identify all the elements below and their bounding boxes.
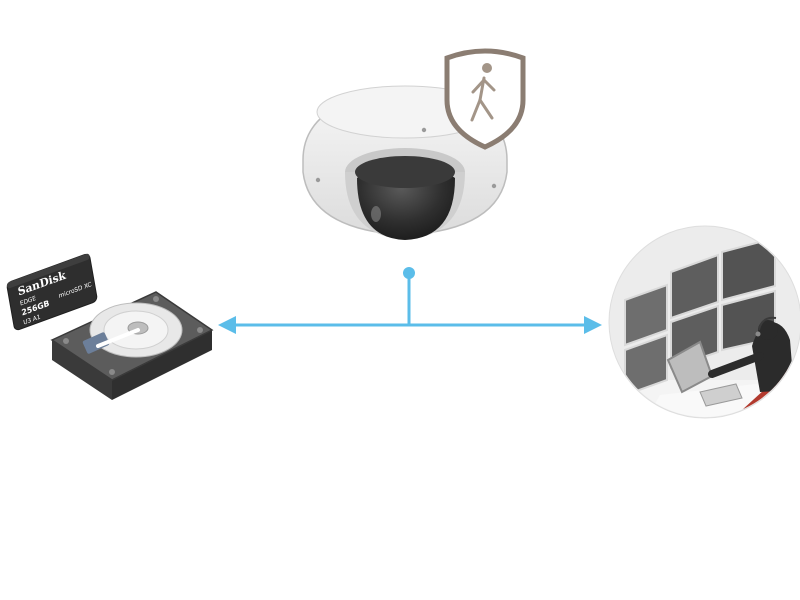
monitor-wall	[624, 236, 776, 397]
arrow-left-icon	[218, 316, 236, 334]
connector-node	[403, 267, 415, 279]
privacy-shield-icon	[444, 48, 526, 150]
arrow-right-icon	[584, 316, 602, 334]
sd-card-icon: SanDisk EDGE 256GB U3 A1 microSD XC	[6, 253, 98, 331]
walking-person-icon	[470, 63, 496, 122]
video-wall-operator-icon	[608, 225, 800, 419]
hard-disk-icon	[50, 291, 214, 400]
operator-figure	[752, 322, 794, 392]
connection-lines	[218, 267, 602, 334]
